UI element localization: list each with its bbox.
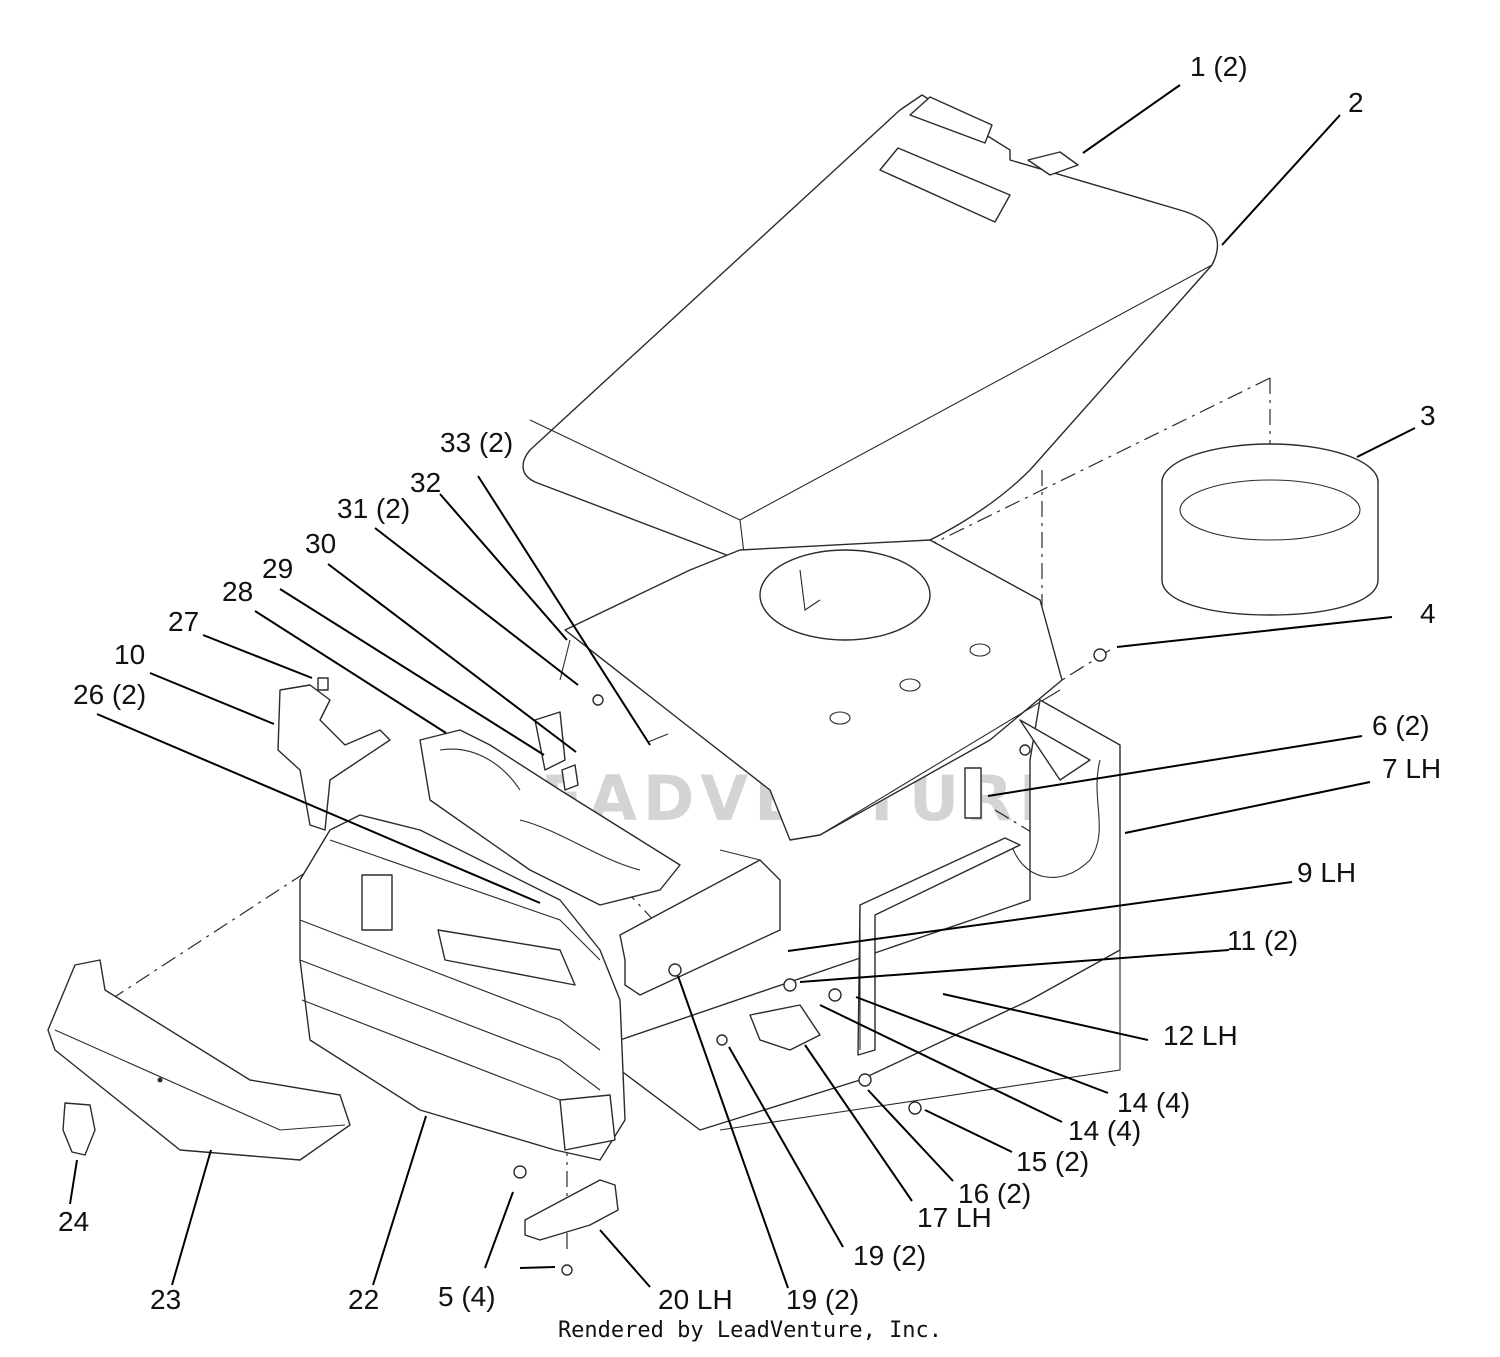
emblem-part xyxy=(62,1102,96,1156)
callout-20: 20 LH xyxy=(658,1284,733,1315)
callout-labels: 1 (2) 2 3 4 6 (2) 7 LH 9 LH 11 (2) 12 LH… xyxy=(58,51,1441,1315)
callout-14b: 14 (4) xyxy=(1068,1115,1141,1146)
callout-5: 5 (4) xyxy=(438,1281,496,1312)
callout-19a: 19 (2) xyxy=(853,1240,926,1271)
callout-17: 17 LH xyxy=(917,1202,992,1233)
callout-4: 4 xyxy=(1420,598,1436,629)
mounting-bracket-part xyxy=(619,849,781,996)
hinge-bracket-part xyxy=(749,1004,821,1051)
callout-31: 31 (2) xyxy=(337,493,410,524)
callout-7: 7 LH xyxy=(1382,753,1441,784)
bumper-pad-part xyxy=(964,767,982,819)
lower-bracket-part xyxy=(524,1179,619,1241)
callout-2: 2 xyxy=(1348,87,1364,118)
callout-22: 22 xyxy=(348,1284,379,1315)
callout-10: 10 xyxy=(114,639,145,670)
callout-26: 26 (2) xyxy=(73,679,146,710)
callout-30: 30 xyxy=(305,528,336,559)
callout-1: 1 (2) xyxy=(1190,51,1248,82)
bumper-part xyxy=(47,959,351,1161)
side-panel-part xyxy=(619,699,1121,1131)
footer-credit: Rendered by LeadVenture, Inc. xyxy=(557,1318,943,1343)
callout-27: 27 xyxy=(168,606,199,637)
ring-part xyxy=(1161,443,1379,616)
callout-23: 23 xyxy=(150,1284,181,1315)
callout-33: 33 (2) xyxy=(440,427,513,458)
callout-29: 29 xyxy=(262,553,293,584)
callout-3: 3 xyxy=(1420,400,1436,431)
headlight-bracket-part xyxy=(277,677,391,831)
grille-part xyxy=(299,814,626,1161)
callout-11: 11 (2) xyxy=(1227,925,1298,956)
dash-panel xyxy=(559,539,1063,841)
callout-16: 16 (2) xyxy=(958,1178,1031,1209)
callout-14a: 14 (4) xyxy=(1117,1087,1190,1118)
callout-6: 6 (2) xyxy=(1372,710,1430,741)
callout-24: 24 xyxy=(58,1206,89,1237)
hood-part xyxy=(522,94,1219,571)
callout-12: 12 LH xyxy=(1163,1020,1238,1051)
leader-lines xyxy=(69,84,1416,1289)
callout-9: 9 LH xyxy=(1297,857,1356,888)
callout-28: 28 xyxy=(222,576,253,607)
callout-32: 32 xyxy=(410,467,441,498)
callout-19b: 19 (2) xyxy=(786,1284,859,1315)
callout-15: 15 (2) xyxy=(1016,1146,1089,1177)
